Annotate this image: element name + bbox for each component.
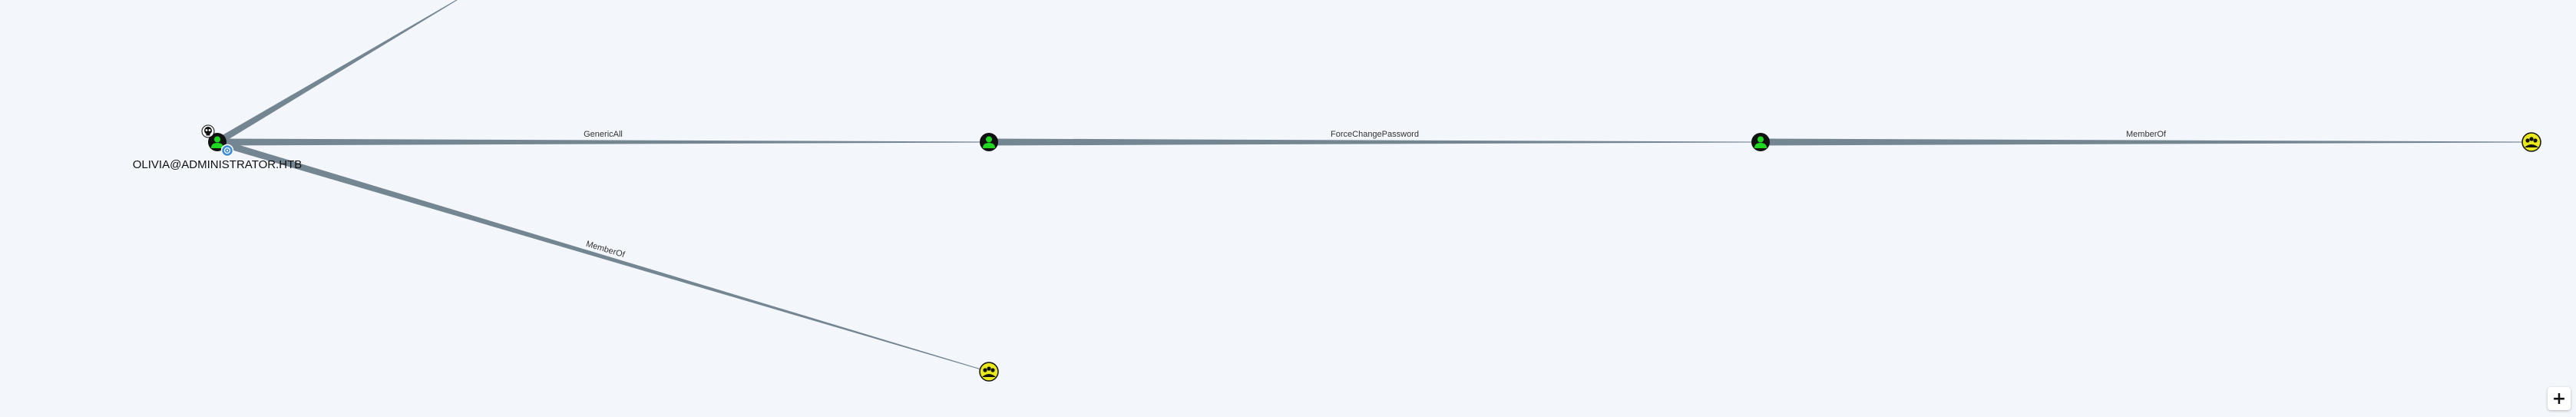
node-outline: [2521, 132, 2541, 152]
group-head: [983, 368, 987, 372]
user-head: [986, 136, 992, 143]
user-node[interactable]: [1751, 133, 1770, 151]
target-icon: [220, 144, 234, 157]
edge-unlabeled[interactable]: [215, 0, 461, 145]
group-body: [2525, 144, 2538, 147]
node-outline: [979, 362, 999, 382]
group-body: [982, 374, 996, 377]
user-body: [211, 143, 223, 148]
group-head: [2529, 137, 2534, 141]
group-node[interactable]: [979, 362, 999, 382]
user-node[interactable]: OLIVIA@ADMINISTRATOR.HTB: [133, 124, 303, 171]
user-node[interactable]: [980, 133, 998, 151]
user-body: [983, 143, 995, 148]
skull-eye: [208, 129, 211, 131]
edge-forcechangepassword[interactable]: [989, 138, 1761, 146]
skull-jaw: [206, 134, 210, 136]
edge-label: MemberOf: [2126, 130, 2167, 139]
skull-eye: [205, 129, 208, 131]
nodes-layer: OLIVIA@ADMINISTRATOR.HTB: [133, 124, 2541, 382]
edge-genericall[interactable]: [217, 138, 989, 146]
group-head: [2525, 138, 2530, 143]
group-head: [2533, 138, 2538, 143]
skull-head: [204, 127, 212, 134]
edge-label: GenericAll: [584, 130, 623, 139]
group-node[interactable]: [2521, 132, 2541, 152]
node-label: OLIVIA@ADMINISTRATOR.HTB: [133, 158, 303, 171]
edge-memberof[interactable]: [216, 138, 990, 372]
zoom-in-button[interactable]: +: [2548, 387, 2571, 410]
skull-icon: [201, 124, 215, 138]
group-head: [987, 366, 991, 371]
edge-label: ForceChangePassword: [1331, 130, 1419, 139]
target-ring: [223, 147, 231, 154]
edges-layer: [215, 0, 2531, 372]
user-body: [1754, 143, 1767, 148]
edge-memberof[interactable]: [1761, 138, 2531, 146]
target-dot: [226, 149, 229, 152]
group-head: [990, 368, 995, 372]
user-head: [1758, 136, 1764, 143]
user-head: [214, 136, 220, 143]
